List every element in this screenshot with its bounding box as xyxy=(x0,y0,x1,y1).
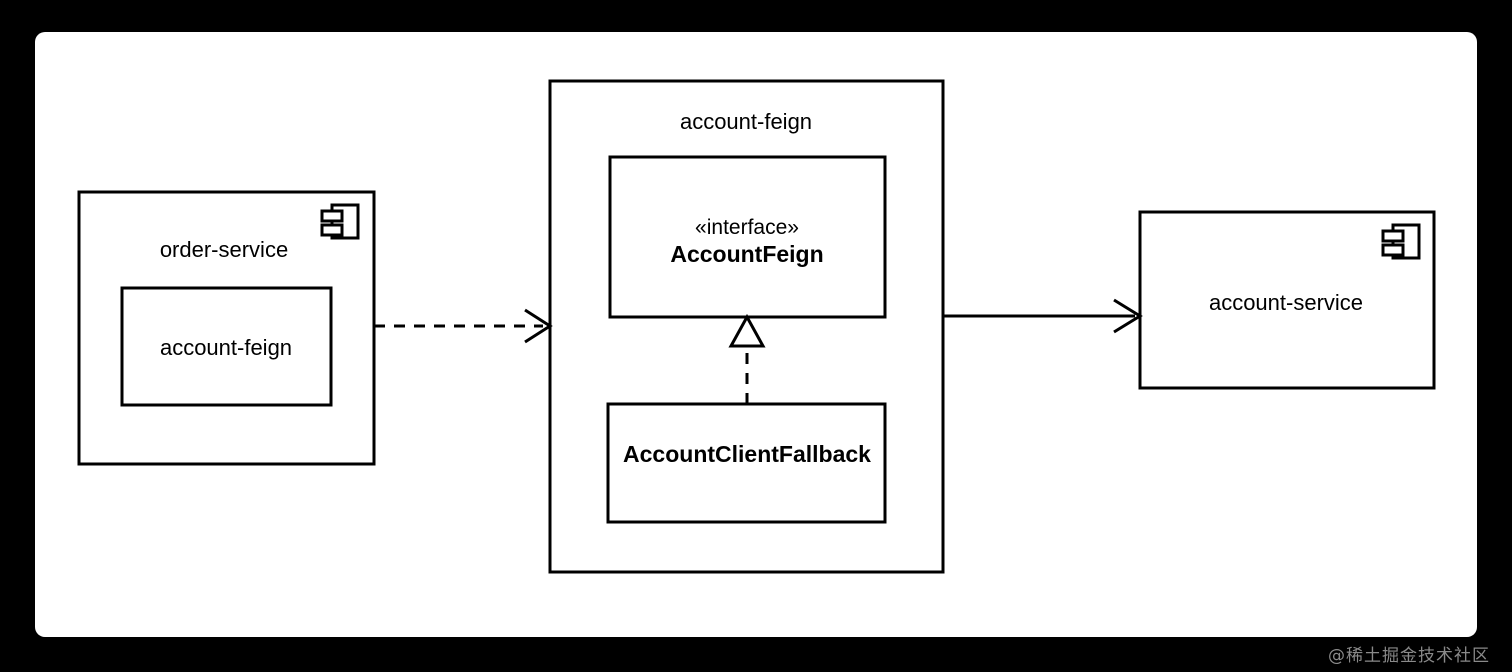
watermark-text: @稀土掘金技术社区 xyxy=(1328,646,1490,666)
order-service-box xyxy=(77,190,376,466)
connector-order-to-package xyxy=(374,308,553,344)
account-feign-package-title: account-feign xyxy=(680,109,812,134)
uml-component-diagram: order-service account-feign account-feig… xyxy=(77,79,1436,574)
component-account-service[interactable]: account-service xyxy=(1138,210,1436,390)
component-order-service[interactable]: order-service account-feign xyxy=(77,190,376,466)
order-service-inner-label: account-feign xyxy=(160,335,292,360)
interface-name: AccountFeign xyxy=(670,241,823,267)
hollow-triangle-arrowhead xyxy=(728,313,766,348)
class-account-client-fallback[interactable]: AccountClientFallback xyxy=(606,402,887,524)
order-service-title: order-service xyxy=(160,237,288,262)
account-service-box xyxy=(1138,210,1436,390)
connector-package-to-account-service xyxy=(943,298,1143,334)
interface-account-feign[interactable]: «interface» AccountFeign xyxy=(608,155,887,319)
fallback-name: AccountClientFallback xyxy=(623,441,871,467)
uml-component-icon xyxy=(320,203,360,240)
account-service-title: account-service xyxy=(1209,290,1363,315)
diagram-canvas: order-service account-feign account-feig… xyxy=(35,32,1477,637)
order-service-inner-box xyxy=(120,286,333,407)
package-account-feign[interactable]: account-feign «interface» AccountFeign A… xyxy=(548,79,945,574)
uml-component-icon xyxy=(1381,223,1421,260)
connector-fallback-to-interface xyxy=(728,313,766,404)
interface-stereotype: «interface» xyxy=(695,216,799,239)
account-feign-package-box xyxy=(548,79,945,574)
fallback-box xyxy=(606,402,887,524)
